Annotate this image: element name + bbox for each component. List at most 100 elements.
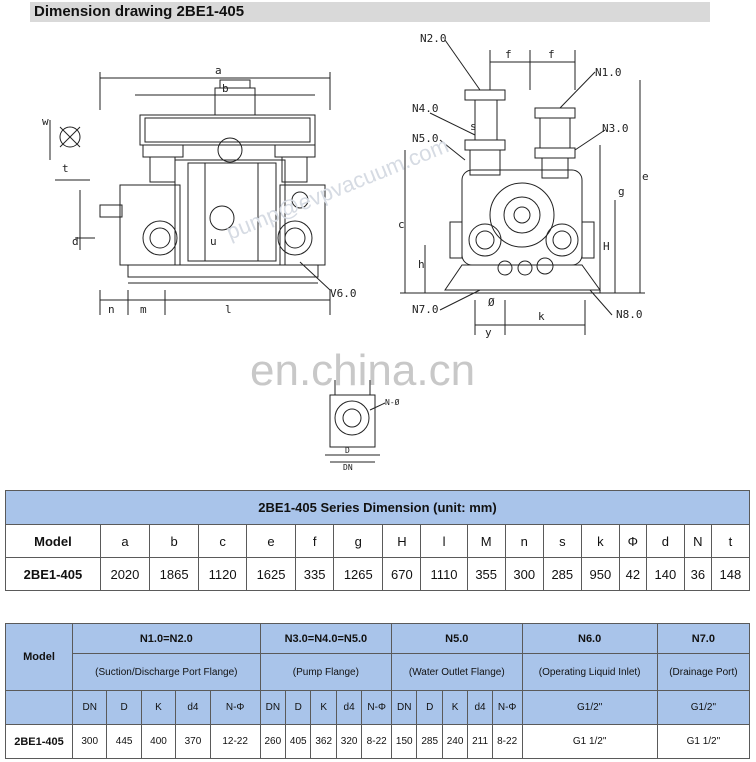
- label-phi: Ø: [488, 296, 495, 309]
- table1-col: Φ: [618, 524, 647, 558]
- table1-col: s: [542, 524, 582, 558]
- table1-cell: 1110: [420, 557, 468, 591]
- table2-group-name: N6.0: [521, 623, 658, 654]
- label-y: y: [485, 326, 492, 339]
- table2-group-desc: (Pump Flange): [259, 653, 393, 691]
- table1-model-cell: 2BE1-405: [5, 557, 101, 591]
- table1-cell: 355: [466, 557, 506, 591]
- table2-cell: 405: [285, 724, 312, 759]
- table1-cell: 1865: [149, 557, 200, 591]
- table1-col: d: [645, 524, 685, 558]
- table1-cell: 42: [618, 557, 647, 591]
- table2-subcol: D: [106, 690, 142, 725]
- table1-cell: 1120: [198, 557, 247, 591]
- table1-cell: 670: [382, 557, 422, 591]
- table1-cell: 36: [683, 557, 712, 591]
- table2-group-name: N7.0: [656, 623, 751, 654]
- table2-subcol: D: [416, 690, 443, 725]
- table2-blank: [5, 690, 73, 725]
- table2-subcol: d4: [467, 690, 493, 725]
- table1-cell: 1265: [333, 557, 384, 591]
- table2-subcol: DN: [391, 690, 418, 725]
- table2-cell: 240: [441, 724, 469, 759]
- table2-subcol: d4: [335, 690, 363, 725]
- label-D: D: [345, 446, 350, 455]
- label-c: c: [398, 218, 405, 231]
- label-H: H: [603, 240, 610, 253]
- table2-group-desc: (Suction/Discharge Port Flange): [72, 653, 261, 691]
- table2-cell: 300: [71, 724, 108, 759]
- label-v6: V6.0: [330, 287, 357, 300]
- table1-cell: 300: [504, 557, 544, 591]
- table2-model-cell: 2BE1-405: [5, 724, 73, 759]
- table2-group-desc: (Drainage Port): [656, 653, 751, 691]
- table2-cell: 150: [391, 724, 418, 759]
- table2-subcol: N-Φ: [491, 690, 523, 725]
- label-l: l: [225, 303, 232, 316]
- front-view-labels: a b w t d u V6.0 n m l: [42, 64, 357, 316]
- table-row: 2BE1-405 2020 1865 1120 1625 335 1265 67…: [5, 557, 751, 591]
- table2-cell: 8-22: [491, 724, 523, 759]
- table1-col: N: [683, 524, 712, 558]
- table1-col: H: [382, 524, 422, 558]
- label-g: g: [618, 185, 625, 198]
- table2-model-header: Model: [5, 623, 73, 691]
- label-n: n: [108, 303, 115, 316]
- table2-cell: 8-22: [361, 724, 393, 759]
- label-m: m: [140, 303, 147, 316]
- table1-col: n: [504, 524, 544, 558]
- table1-cell: 335: [295, 557, 335, 591]
- table2-cell: 400: [140, 724, 177, 759]
- label-n4: N4.0: [412, 102, 439, 115]
- table1-col: c: [198, 524, 247, 558]
- table1-col: a: [99, 524, 151, 558]
- table2-group-name: N5.0: [391, 623, 523, 654]
- dimension-drawing: a b w t d u V6.0 n m l: [42, 32, 649, 472]
- label-n7: N7.0: [412, 303, 439, 316]
- table1-col: k: [580, 524, 620, 558]
- table2-cell: 370: [175, 724, 211, 759]
- table2-group-name: N1.0=N2.0: [72, 623, 261, 654]
- label-DN: DN: [343, 463, 353, 472]
- table2-cell: 362: [310, 724, 337, 759]
- table1-col: l: [420, 524, 468, 558]
- table1-col: g: [333, 524, 384, 558]
- label-n3: N3.0: [602, 122, 629, 135]
- table1-col: f: [295, 524, 335, 558]
- table2-group-desc: (Water Outlet Flange): [391, 653, 523, 691]
- label-n8: N8.0: [616, 308, 643, 321]
- table2-cell: 12-22: [209, 724, 261, 759]
- table1-cell: 140: [645, 557, 685, 591]
- table2-cell: 320: [335, 724, 363, 759]
- table2-cell: 285: [416, 724, 443, 759]
- table1-cell: 285: [542, 557, 582, 591]
- table2-subcol: K: [140, 690, 177, 725]
- table1-col: t: [710, 524, 751, 558]
- watermark-site: en.china.cn: [250, 346, 475, 395]
- table1-col: b: [149, 524, 200, 558]
- table1-cell: 148: [710, 557, 751, 591]
- table1-cell: 950: [580, 557, 620, 591]
- side-view: [400, 39, 645, 335]
- label-b: b: [222, 82, 229, 95]
- label-f-left: f: [505, 48, 512, 61]
- table1-model-header: Model: [5, 524, 101, 558]
- label-n2: N2.0: [420, 32, 447, 45]
- label-t: t: [62, 162, 69, 175]
- flange-detail: [325, 380, 386, 463]
- drawing-title: Dimension drawing 2BE1-405: [30, 2, 710, 22]
- table2-subcol: d4: [175, 690, 211, 725]
- label-e: e: [642, 170, 649, 183]
- label-n5: N5.0: [412, 132, 439, 145]
- table2-subcol: K: [441, 690, 469, 725]
- table2-subcol: N-Φ: [361, 690, 393, 725]
- table2-cell: 445: [106, 724, 142, 759]
- table2-subcol: G1/2": [656, 690, 751, 725]
- flange-table: Model N1.0=N2.0 N3.0=N4.0=N5.0 N5.0 N6.0…: [5, 623, 751, 759]
- table1-cell: 1625: [245, 557, 297, 591]
- table2-subcol: G1/2": [521, 690, 658, 725]
- table1-col: M: [466, 524, 506, 558]
- side-view-labels: N2.0 f f N1.0 N4.0 s N3.0 N5.0 e g c H h…: [398, 32, 649, 339]
- table2-subcol: DN: [259, 690, 287, 725]
- table2-subcol: K: [310, 690, 337, 725]
